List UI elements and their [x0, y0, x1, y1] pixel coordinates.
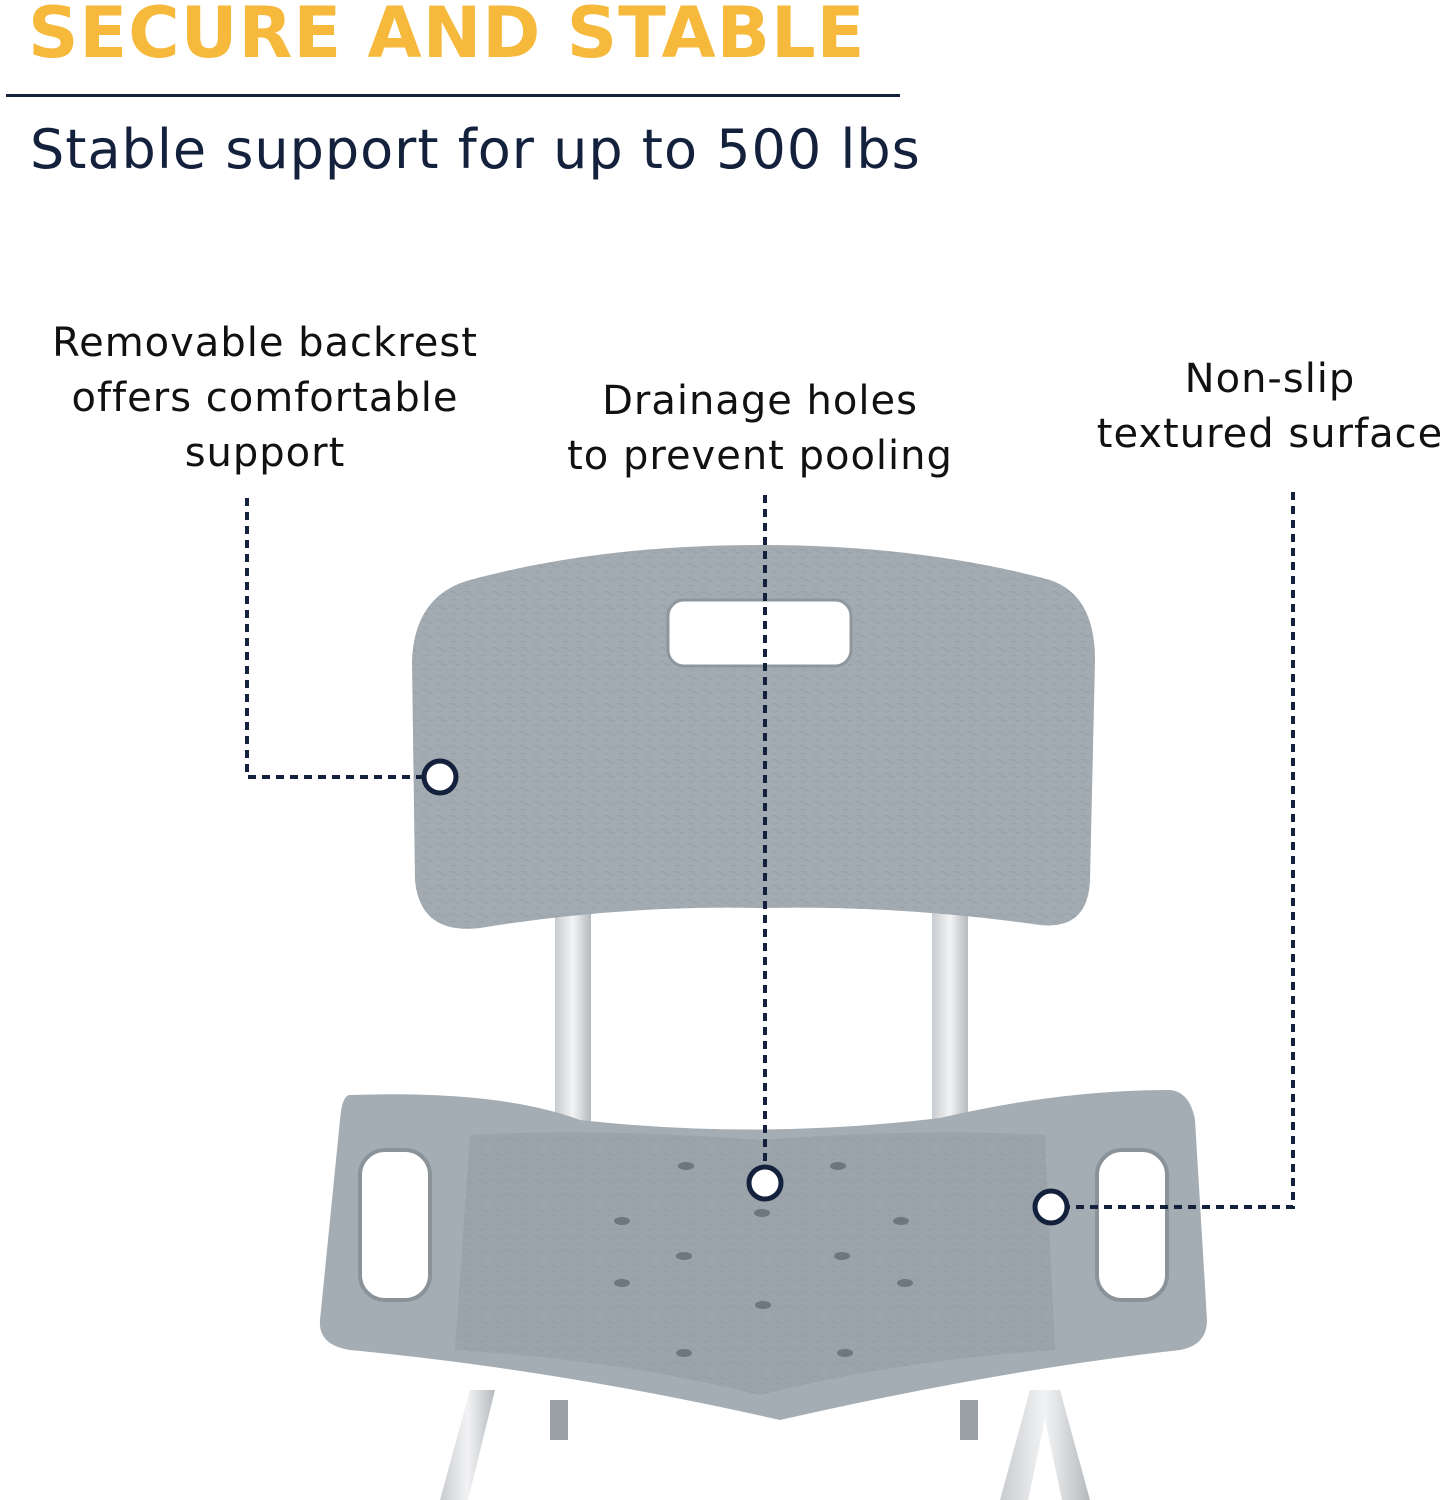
right-seat-handle [1095, 1148, 1169, 1302]
backrest-leader-line [245, 498, 424, 779]
drainage-marker [746, 1164, 784, 1202]
callout-line: to prevent pooling [567, 433, 953, 479]
surface-leader-line [1068, 492, 1295, 1209]
surface-marker [1032, 1188, 1070, 1226]
backrest-handle-hole [666, 598, 853, 668]
callout-line: textured surface [1096, 411, 1440, 457]
backrest [412, 545, 1095, 929]
page-subtitle: Stable support for up to 500 lbs [30, 118, 921, 181]
lower-legs [440, 1390, 1090, 1500]
callout-line: Removable backrest [52, 320, 478, 366]
callout-backrest: Removable backrest offers comfortable su… [30, 316, 500, 481]
backrest-marker [421, 758, 459, 796]
seat [319, 1090, 1208, 1420]
callout-surface: Non-slip textured surface [1090, 352, 1440, 462]
callout-line: support [184, 430, 346, 476]
callout-line: offers comfortable [71, 375, 459, 421]
drainage-holes [614, 1162, 913, 1357]
callout-line: Non-slip [1184, 356, 1356, 402]
page-title: SECURE AND STABLE [28, 0, 866, 74]
backrest-posts [555, 900, 968, 1130]
left-seat-handle [358, 1148, 432, 1302]
title-divider [6, 94, 900, 97]
callout-line: Drainage holes [602, 378, 918, 424]
callout-drainage: Drainage holes to prevent pooling [530, 374, 990, 484]
